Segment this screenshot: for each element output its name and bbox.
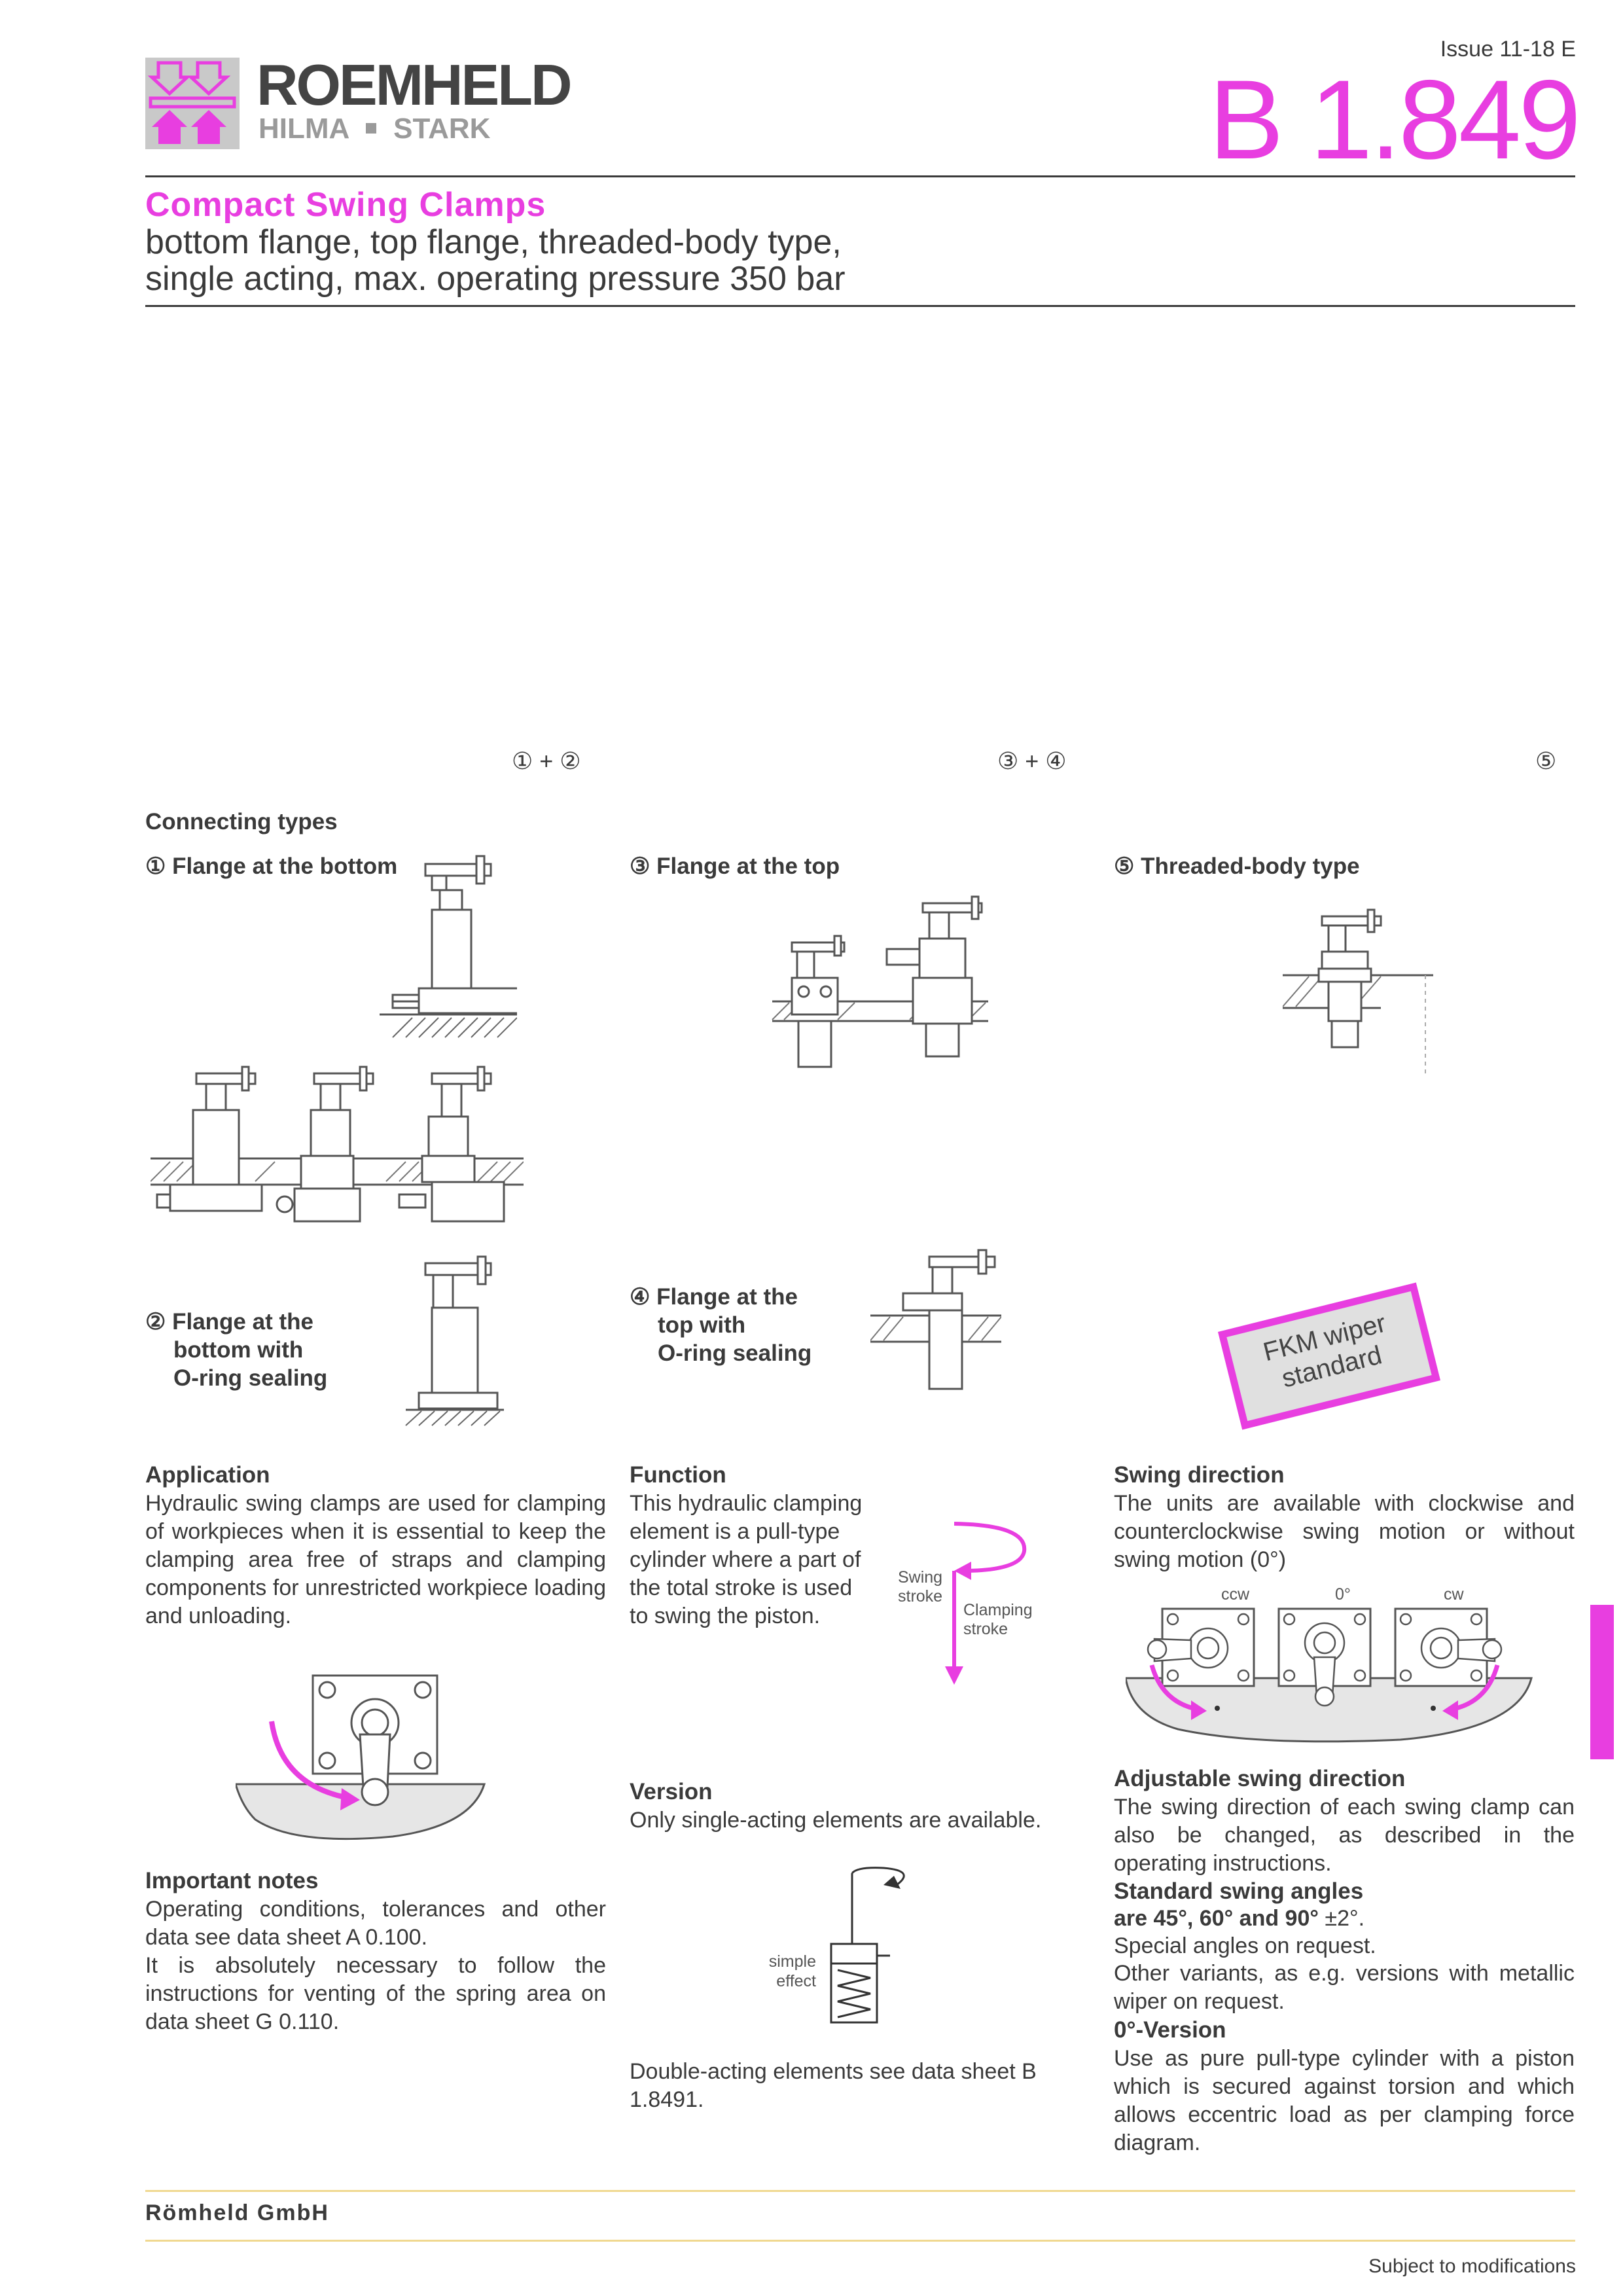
application-diagram <box>236 1674 486 1840</box>
standard-angles-tolerance: ±2°. <box>1318 1906 1365 1931</box>
footer-rule-top <box>145 2190 1575 2192</box>
simple-effect-symbol <box>830 1867 905 2024</box>
special-angles-text: Special angles on request. <box>1114 1933 1376 1958</box>
version-heading: Version <box>630 1779 713 1804</box>
separator-square-icon <box>365 123 376 134</box>
clamping-stroke-line-1: Clamping <box>963 1601 1033 1619</box>
zero-degree-label: 0° <box>1335 1585 1351 1604</box>
version-text: Only single-acting elements are availabl… <box>630 1808 1042 1833</box>
simple-effect-line-1: simple <box>768 1952 816 1971</box>
swing-direction-heading: Swing direction <box>1114 1462 1285 1488</box>
cw-label: cw <box>1444 1585 1464 1604</box>
header-rule <box>145 175 1575 177</box>
simple-effect-label: simple effect <box>747 1952 816 1991</box>
swing-stroke-line-1: Swing <box>898 1568 943 1587</box>
zero-version-heading: 0°-Version <box>1114 2017 1226 2043</box>
sub-brand-stark: STARK <box>393 113 491 145</box>
important-notes-heading: Important notes <box>145 1868 319 1893</box>
brand-name: ROEMHELD <box>257 52 573 117</box>
type-1-label: ① Flange at the bottom <box>145 853 398 879</box>
type-3-label: ③ Flange at the top <box>630 853 840 879</box>
fkm-wiper-badge: FKM wiper standard <box>1218 1282 1440 1430</box>
title-rule <box>145 305 1575 307</box>
simple-effect-line-2: effect <box>776 1972 816 1990</box>
important-notes-text-1: Operating conditions, tolerances and oth… <box>145 1897 606 1950</box>
clamp-drawing-type-4 <box>870 1249 1001 1390</box>
photo-label-5: ⑤ <box>1535 747 1557 774</box>
issue-label: Issue 11-18 E <box>1440 37 1576 62</box>
standard-angles-line: are 45°, 60° and 90° ±2°. <box>1114 1905 1364 1933</box>
clamp-drawing-type-5 <box>1283 908 1433 1073</box>
company-logo <box>145 58 240 149</box>
other-variants-text: Other variants, as e.g. versions with me… <box>1114 1961 1575 2014</box>
side-tab-marker <box>1590 1605 1614 1759</box>
type-4-label-line-1: ④ Flange at the <box>630 1284 798 1310</box>
clamping-stroke-label: Clamping stroke <box>963 1601 1033 1639</box>
subtitle-line-2: single acting, max. operating pressure 3… <box>145 260 846 298</box>
type-4-label-line-2: top with <box>658 1312 746 1338</box>
stroke-diagram <box>945 1522 1027 1685</box>
type-5-label: ⑤ Threaded-body type <box>1114 853 1360 879</box>
subtitle-line-1: bottom flange, top flange, threaded-body… <box>145 223 842 261</box>
type-4-label: ④ Flange at the top with O-ring sealing <box>630 1283 812 1367</box>
footer-note: Subject to modifications <box>1368 2255 1576 2277</box>
function-text: This hydraulic clamping element is a pul… <box>630 1491 863 1628</box>
sub-brand-hilma: HILMA <box>259 113 349 145</box>
footer-rule-bottom <box>145 2240 1575 2242</box>
swing-direction-text: The units are available with clockwise a… <box>1114 1491 1575 1572</box>
clamp-drawing-type-3 <box>772 895 988 1068</box>
function-heading: Function <box>630 1462 726 1488</box>
swing-stroke-line-2: stroke <box>898 1587 943 1605</box>
page-title: Compact Swing Clamps <box>145 186 546 224</box>
standard-angles-heading: Standard swing angles <box>1114 1878 1364 1904</box>
type-2-label: ② Flange at the bottom with O-ring seali… <box>145 1308 327 1392</box>
application-text: Hydraulic swing clamps are used for clam… <box>145 1491 606 1628</box>
standard-angles-values: are 45°, 60° and 90° <box>1114 1906 1319 1931</box>
clamping-stroke-line-2: stroke <box>963 1620 1008 1638</box>
sub-brand: HILMA STARK <box>259 113 490 145</box>
type-2-label-line-2: bottom with <box>173 1337 304 1363</box>
double-acting-text: Double-acting elements see data sheet B … <box>630 2059 1037 2112</box>
photo-label-3-4: ③ + ④ <box>997 747 1067 774</box>
adjustable-text: The swing direction of each swing clamp … <box>1114 1795 1575 1876</box>
application-heading: Application <box>145 1462 270 1488</box>
photo-label-1-2: ① + ② <box>512 747 581 774</box>
type-2-label-line-1: ② Flange at the <box>145 1309 313 1335</box>
clamp-drawing-type-1-variants <box>151 1066 524 1223</box>
type-2-label-line-3: O-ring sealing <box>173 1365 328 1391</box>
sheet-number: B 1.849 <box>1209 57 1581 183</box>
adjustable-heading: Adjustable swing direction <box>1114 1766 1406 1791</box>
connecting-types-heading: Connecting types <box>145 809 338 834</box>
clamp-drawing-type-2 <box>405 1255 504 1426</box>
important-notes-text-2: It is absolutely necessary to follow the… <box>145 1953 606 2034</box>
swing-stroke-label: Swing stroke <box>898 1568 942 1606</box>
clamp-drawing-type-1 <box>380 855 517 1038</box>
ccw-label: ccw <box>1221 1585 1250 1604</box>
swing-direction-diagram <box>1126 1607 1533 1743</box>
logo-arrows-icon <box>147 61 236 144</box>
type-4-label-line-3: O-ring sealing <box>658 1340 812 1366</box>
footer-company: Römheld GmbH <box>145 2200 329 2225</box>
zero-version-text: Use as pure pull-type cylinder with a pi… <box>1114 2046 1575 2155</box>
